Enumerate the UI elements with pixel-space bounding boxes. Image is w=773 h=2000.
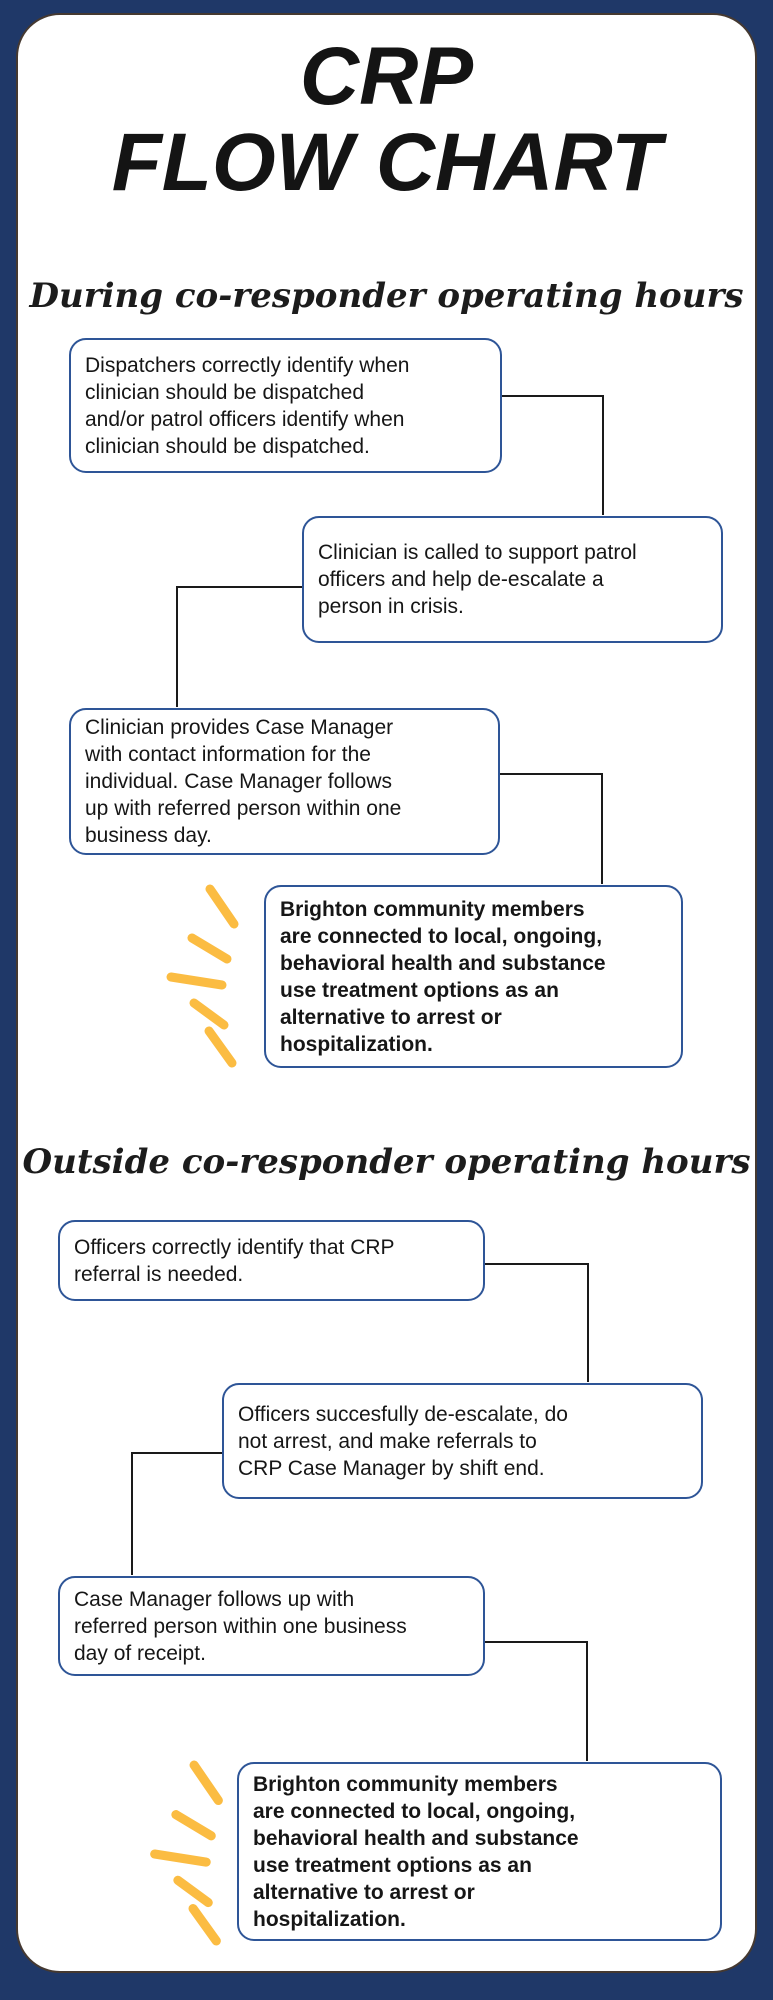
flow-box-dispatchers-identify: Dispatchers correctly identify when clin…: [69, 338, 502, 473]
flow-box-text: Clinician provides Case Manager with con…: [85, 716, 402, 847]
flow-box-clinician-case-manager: Clinician provides Case Manager with con…: [69, 708, 500, 855]
title-line-1: CRP: [299, 31, 474, 122]
flow-box-text: Case Manager follows up with referred pe…: [74, 1587, 407, 1665]
flow-box-clinician-called: Clinician is called to support patrol of…: [302, 516, 723, 643]
flow-box-officers-deescalate: Officers succesfully de-escalate, do not…: [222, 1383, 703, 1499]
section-heading-outside: Outside co-responder operating hours: [22, 1142, 751, 1182]
flow-box-outcome-outside: Brighton community members are connected…: [237, 1762, 722, 1941]
flow-box-text: Officers correctly identify that CRP ref…: [74, 1235, 395, 1286]
flow-box-text: Brighton community members are connected…: [280, 897, 606, 1056]
flow-box-outcome-during: Brighton community members are connected…: [264, 885, 683, 1068]
page-title: CRP FLOW CHART: [0, 34, 773, 206]
title-line-2: FLOW CHART: [111, 117, 662, 208]
flow-box-text: Clinician is called to support patrol of…: [318, 541, 637, 618]
flow-box-text: Dispatchers correctly identify when clin…: [85, 353, 410, 458]
flow-box-officers-identify: Officers correctly identify that CRP ref…: [58, 1220, 485, 1301]
flow-box-text: Officers succesfully de-escalate, do not…: [238, 1402, 568, 1480]
flow-box-text: Brighton community members are connected…: [253, 1772, 579, 1931]
flow-box-case-manager-followup: Case Manager follows up with referred pe…: [58, 1576, 485, 1676]
section-heading-during: During co-responder operating hours: [29, 276, 744, 316]
